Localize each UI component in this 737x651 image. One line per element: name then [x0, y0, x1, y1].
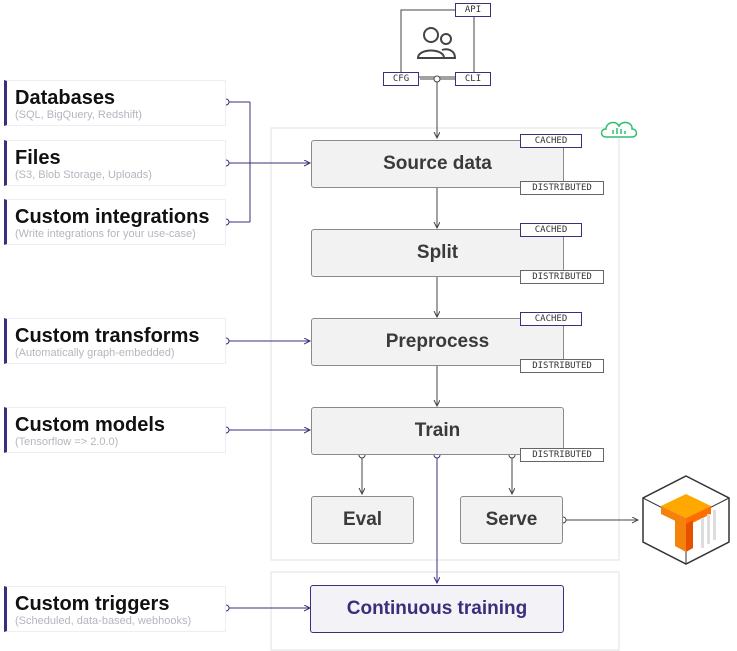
- distributed-tag: DISTRIBUTED: [520, 359, 604, 373]
- source-data-node[interactable]: Source data: [311, 140, 564, 188]
- input-subtitle: (Tensorflow => 2.0.0): [15, 436, 119, 448]
- serve-node[interactable]: Serve: [460, 496, 563, 544]
- split-node[interactable]: Split: [311, 229, 564, 277]
- cached-tag: CACHED: [520, 134, 582, 148]
- input-subtitle: (SQL, BigQuery, Redshift): [15, 109, 142, 121]
- cached-tag: CACHED: [520, 312, 582, 326]
- input-custom-models: Custom models (Tensorflow => 2.0.0): [4, 407, 226, 453]
- input-title: Custom transforms: [15, 325, 200, 347]
- continuous-training-node[interactable]: Continuous training: [310, 585, 564, 633]
- input-title: Files: [15, 147, 61, 169]
- input-subtitle: (Automatically graph-embedded): [15, 347, 175, 359]
- input-custom-triggers: Custom triggers (Scheduled, data-based, …: [4, 586, 226, 632]
- cloud-icon: [598, 118, 640, 140]
- input-files: Files (S3, Blob Storage, Uploads): [4, 140, 226, 186]
- input-title: Custom triggers: [15, 593, 170, 615]
- api-tag: API: [455, 3, 491, 17]
- cfg-tag: CFG: [383, 72, 419, 86]
- cli-tag: CLI: [455, 72, 491, 86]
- input-custom-integrations: Custom integrations (Write integrations …: [4, 199, 226, 245]
- tensorflow-logo-icon: [641, 474, 731, 566]
- train-node[interactable]: Train: [311, 407, 564, 455]
- input-subtitle: (S3, Blob Storage, Uploads): [15, 169, 152, 181]
- users-icon: [415, 24, 459, 64]
- distributed-tag: DISTRIBUTED: [520, 270, 604, 284]
- eval-node[interactable]: Eval: [311, 496, 414, 544]
- distributed-tag: DISTRIBUTED: [520, 448, 604, 462]
- distributed-tag: DISTRIBUTED: [520, 181, 604, 195]
- input-databases: Databases (SQL, BigQuery, Redshift): [4, 80, 226, 126]
- preprocess-node[interactable]: Preprocess: [311, 318, 564, 366]
- cached-tag: CACHED: [520, 223, 582, 237]
- input-title: Custom models: [15, 414, 166, 436]
- input-title: Databases: [15, 87, 116, 109]
- input-subtitle: (Write integrations for your use-case): [15, 228, 196, 240]
- input-custom-transforms: Custom transforms (Automatically graph-e…: [4, 318, 226, 364]
- input-title: Custom integrations: [15, 206, 210, 228]
- input-subtitle: (Scheduled, data-based, webhooks): [15, 615, 192, 627]
